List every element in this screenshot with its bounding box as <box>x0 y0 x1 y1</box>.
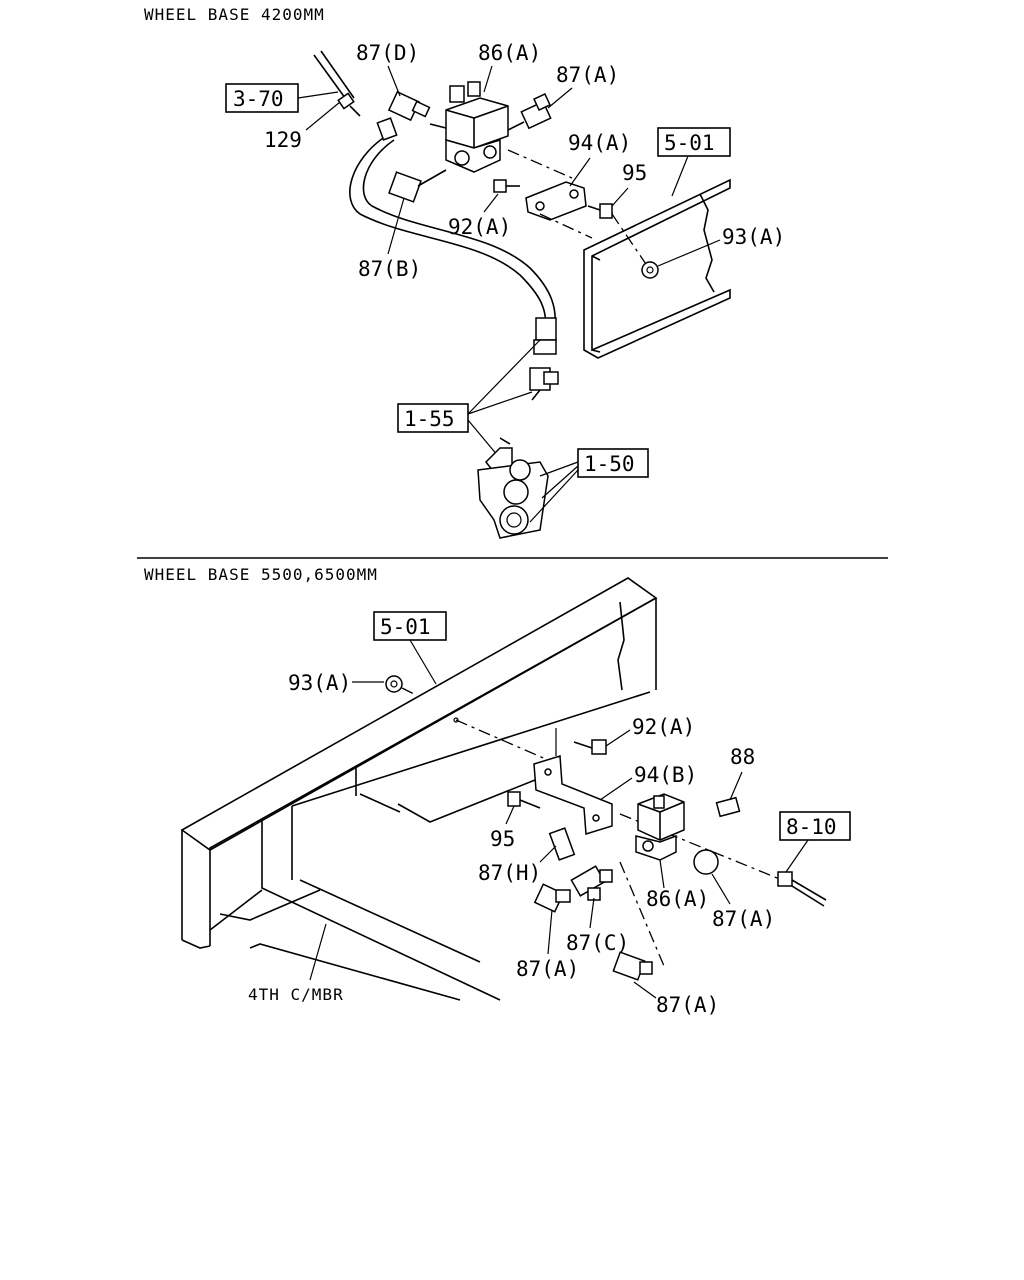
frame-rail-bottom <box>180 577 658 1001</box>
label-87a-bottom: 87(A) <box>656 993 719 1017</box>
ref-5-01-top-text: 5-01 <box>664 131 715 155</box>
fitting-87a-right <box>693 849 719 875</box>
label-87a-left: 87(A) <box>516 957 579 981</box>
bolt-95-top <box>587 203 613 219</box>
pipe-8-10 <box>777 871 827 907</box>
nut-93a-top <box>641 261 659 279</box>
cross-member-line <box>249 943 461 1001</box>
label-93a-top: 93(A) <box>722 225 785 249</box>
label-87h: 87(H) <box>478 861 541 885</box>
ref-5-01-bottom-text: 5-01 <box>380 615 431 639</box>
label-87c: 87(C) <box>566 931 629 955</box>
ref-8-10-text: 8-10 <box>786 815 837 839</box>
fitting-87a-top <box>507 93 552 131</box>
plug-88 <box>715 796 741 818</box>
label-87a-right: 87(A) <box>712 907 775 931</box>
label-4th-cross-member: 4TH C/MBR <box>248 985 344 1004</box>
ref-box-5-01-bottom[interactable]: 5-01 <box>373 611 447 641</box>
air-chamber <box>477 437 549 539</box>
fitting-87h <box>548 827 576 861</box>
fitting-87d-top <box>376 90 431 141</box>
solenoid-valve-86a <box>429 81 509 173</box>
label-87a-top: 87(A) <box>556 63 619 87</box>
label-92a-bottom: 92(A) <box>632 715 695 739</box>
pipe-rod-top <box>313 50 361 117</box>
fitting-87c <box>570 865 613 901</box>
bolt-95-bottom <box>507 791 541 809</box>
air-hose <box>349 135 557 355</box>
label-93a-bottom: 93(A) <box>288 671 351 695</box>
bracket-94b <box>533 755 613 835</box>
top-section-title: WHEEL BASE 4200MM <box>144 5 325 24</box>
label-86a-top: 86(A) <box>478 41 541 65</box>
ref-box-1-50[interactable]: 1-50 <box>577 448 649 478</box>
ref-box-8-10[interactable]: 8-10 <box>779 811 851 841</box>
bottom-section-title: WHEEL BASE 5500,6500MM <box>144 565 378 584</box>
bracket-94a <box>525 181 587 221</box>
label-129: 129 <box>264 128 302 152</box>
ref-1-50-text: 1-50 <box>584 452 635 476</box>
label-95-bottom: 95 <box>490 827 515 851</box>
label-95-top: 95 <box>622 161 647 185</box>
bolt-92a-top <box>493 179 520 193</box>
fitting-87b <box>388 169 447 203</box>
fitting-87a-left <box>533 883 571 913</box>
label-87d: 87(D) <box>356 41 419 65</box>
label-92a-top: 92(A) <box>448 215 511 239</box>
bolt-92a-bottom <box>573 739 607 755</box>
label-88: 88 <box>730 745 755 769</box>
nut-93a-bottom <box>385 675 415 695</box>
solenoid-valve-86a-bottom <box>635 793 685 861</box>
fitting-87a-bottom <box>612 951 653 981</box>
ref-1-55-text: 1-55 <box>404 407 455 431</box>
label-86a-bottom: 86(A) <box>646 887 709 911</box>
label-87b: 87(B) <box>358 257 421 281</box>
ref-box-1-55[interactable]: 1-55 <box>397 403 469 433</box>
ref-box-5-01-top[interactable]: 5-01 <box>657 127 731 157</box>
label-94b: 94(B) <box>634 763 697 787</box>
label-94a: 94(A) <box>568 131 631 155</box>
ref-3-70-text: 3-70 <box>233 87 284 111</box>
tee-fitting <box>529 367 559 401</box>
ref-box-3-70[interactable]: 3-70 <box>225 83 299 113</box>
